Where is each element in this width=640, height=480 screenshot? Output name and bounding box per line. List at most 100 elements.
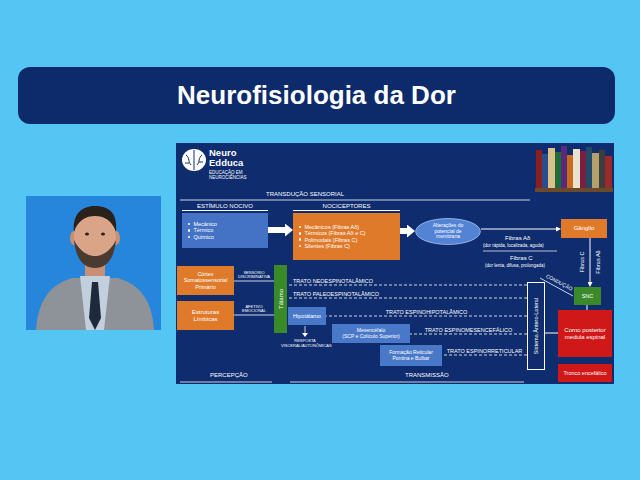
connector (234, 315, 274, 316)
book (536, 150, 542, 188)
bullet-dot (299, 245, 301, 247)
response-note: RESPOSTA VISCERAL/AUTONÔMICAS (281, 339, 329, 348)
bullet-dot (299, 232, 301, 234)
node-text: Estruturas Límbicas (179, 309, 232, 323)
response-arrow (305, 326, 306, 333)
list-item: Térmicos (Fibras Aδ e C) (304, 230, 365, 236)
list-item: Mecânicos (Fibras Aδ) (304, 224, 359, 230)
node-text: SNC (582, 293, 594, 299)
potential-ellipse: Alterações do potencial de membrana (415, 218, 481, 245)
tract-line (326, 316, 527, 317)
brain-outline (182, 149, 206, 171)
tract-line (410, 334, 527, 335)
edge-label: AFETIVO EMOCIONAL (235, 305, 273, 314)
bullet-row: Mecânico (188, 221, 217, 227)
bullet-dot (299, 238, 301, 240)
nociceptor-box: NOCICEPTORESMecânicos (Fibras Aδ)Térmico… (293, 213, 400, 260)
thalamus-bar: Tálamo (274, 265, 287, 333)
connector (590, 238, 591, 282)
section-rule (180, 200, 530, 201)
edge-label: TRATO PALEOESPINOTALÂMICO (292, 291, 380, 297)
bullet-row: Mecânicos (Fibras Aδ) (299, 224, 359, 230)
book (548, 148, 555, 188)
brand-tagline: EDUCAÇÃO EM NEUROCIÊNCIAS (209, 171, 249, 181)
eye (101, 233, 105, 236)
cortex-box: Córtex Somatossensorial Primário (177, 266, 234, 295)
book (580, 151, 586, 188)
node-text: Gânglio (574, 225, 595, 232)
hypothalamus-box: Hipotálamo (288, 307, 326, 325)
hair (74, 206, 116, 232)
photo-ground (26, 196, 161, 330)
edge-label: SENSÓRIO DISCRIMINATIVA (235, 271, 273, 280)
brand-name: Neuro Edduca (209, 148, 253, 167)
bullet-dot (188, 229, 190, 231)
node-text: Tálamo (277, 265, 284, 333)
tract-line (287, 298, 527, 299)
section-heading: TRANSDUÇÃO SENSORIAL (266, 191, 344, 198)
suit (36, 278, 154, 330)
bullet-row: Polimodais (Fibras C) (299, 237, 357, 243)
fiber-name: Fibras C (510, 255, 533, 262)
bullet-row: Térmico (188, 227, 213, 233)
fiber-name: Fibras C (579, 252, 585, 273)
list-item: Silentes (Fibras C) (304, 243, 350, 249)
fiber-name: Fibras Aδ (595, 250, 601, 273)
brainstem-box: Tronco encefálico (558, 364, 612, 382)
section-rule (180, 382, 272, 383)
node-text: (SCP e Colículo Superior) (342, 334, 399, 340)
edge-label: TRATO ESPINOMESENCEFÁLICO (424, 327, 514, 333)
connector (481, 229, 556, 230)
fiber-note: (dor rápida, localizada, aguda) (483, 243, 544, 248)
book (542, 154, 548, 188)
shelf (535, 188, 613, 192)
brain-folds (185, 150, 203, 170)
tract-line (287, 285, 527, 286)
node-text: Tronco encefálico (563, 370, 606, 376)
box-heading: ESTÍMULO NOCIVO (182, 203, 268, 211)
cns-box: SNC (574, 287, 601, 305)
tract-line (442, 355, 527, 356)
shirt (80, 276, 110, 330)
slide-panel (176, 143, 614, 384)
section-heading: TRANSMISSÃO (405, 372, 449, 379)
node-text: Hipotálamo (293, 313, 321, 319)
fiber-name: Fibras Aδ (505, 235, 530, 242)
connector (234, 281, 274, 282)
box-heading: NOCICEPTORES (293, 203, 400, 211)
bullet-row: Térmicos (Fibras Aδ e C) (299, 230, 366, 236)
edge-label: TRATO ESPINORRETICULAR (446, 348, 524, 354)
tie (89, 282, 101, 330)
book (605, 156, 612, 188)
node-text: Corno posterior medula espinal (560, 327, 610, 341)
list-item: Polimodais (Fibras C) (304, 237, 357, 243)
fiber-note: (dor lenta, difusa, prolongada) (485, 263, 545, 268)
page-title: Neurofisiologia da Dor (177, 80, 456, 111)
dorsal-horn-box: Corno posterior medula espinal (558, 310, 612, 357)
book (561, 146, 567, 188)
reticular-box: Formação Reticular Pontina e Bulbar (380, 345, 442, 366)
title-banner (18, 67, 615, 124)
node-text: Córtex Somatossensorial Primário (179, 271, 232, 290)
title-area: Neurofisiologia da Dor (18, 67, 615, 124)
book (555, 152, 561, 188)
book (592, 153, 599, 188)
book (573, 149, 580, 188)
node-text: Sistema Ântero-Lateral (533, 282, 539, 370)
stimulus-box: ESTÍMULO NOCIVOMecânicoTérmicoQuímico (182, 213, 268, 248)
node-text: Alterações do potencial de membrana (423, 223, 473, 240)
ellipse-fill (416, 219, 481, 245)
beard (74, 240, 116, 268)
book (586, 147, 592, 188)
bullet-dot (299, 226, 301, 228)
list-item: Mecânico (193, 221, 217, 227)
connector (268, 227, 285, 233)
connector (400, 228, 407, 234)
limbic-box: Estruturas Límbicas (177, 301, 234, 330)
response-arrowhead (302, 333, 308, 337)
edge-label: TRATO NEOESPINOTALÂMICO (292, 278, 374, 284)
bullet-dot (188, 223, 190, 225)
book (599, 150, 605, 188)
edge-label: TRATO ESPINOHIPOTALÂMICO (385, 309, 469, 315)
